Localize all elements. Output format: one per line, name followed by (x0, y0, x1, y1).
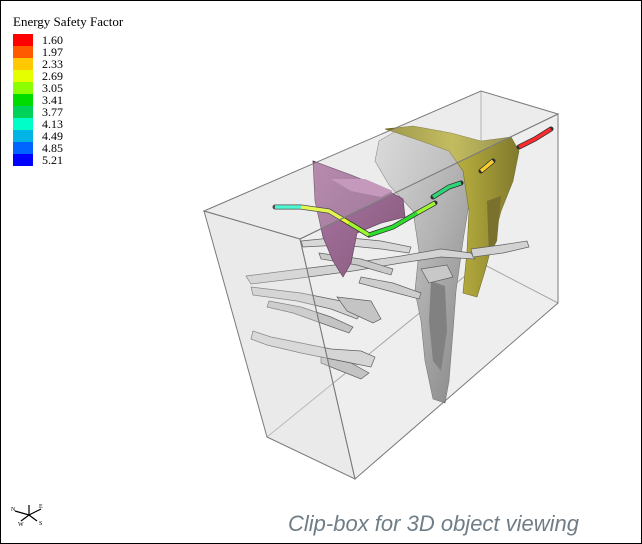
legend-label: 3.77 (42, 105, 63, 119)
compass-axis-icon: E N S W (11, 504, 43, 527)
legend-label: 3.41 (42, 93, 63, 107)
legend-title: Energy Safety Factor (13, 14, 124, 29)
legend-item: 3.41 (13, 94, 153, 106)
drifts-network[interactable] (245, 236, 530, 380)
legend-item: 4.85 (13, 142, 153, 154)
legend-item: 1.97 (13, 46, 153, 58)
legend-label: 1.60 (42, 33, 63, 47)
compass-s-label: S (39, 521, 42, 527)
legend-item: 4.49 (13, 130, 153, 142)
compass-n-label: N (11, 507, 16, 513)
legend-swatch (13, 82, 33, 94)
legend-swatch (13, 142, 33, 154)
legend-item: 2.69 (13, 70, 153, 82)
legend-label: 1.97 (42, 45, 63, 59)
legend-item: 2.33 (13, 58, 153, 70)
compass-w-label: W (18, 522, 24, 527)
legend-swatch (13, 94, 33, 106)
legend-swatch (13, 154, 33, 166)
legend-swatch (13, 34, 33, 46)
legend-swatch (13, 46, 33, 58)
legend-swatch (13, 70, 33, 82)
legend-label: 3.05 (42, 81, 63, 95)
compass-e-label: E (39, 504, 43, 510)
safety-factor-line-mid[interactable] (430, 180, 464, 200)
legend-swatch (13, 130, 33, 142)
caption: Clip-box for 3D object viewing (280, 506, 640, 542)
legend-swatch (13, 118, 33, 130)
legend-item: 4.13 (13, 118, 153, 130)
safety-factor-line-upper[interactable] (478, 126, 554, 174)
orebody-purple[interactable] (312, 160, 406, 278)
legend-label: 4.85 (42, 141, 63, 155)
legend-item: 3.05 (13, 82, 153, 94)
legend-item: 3.77 (13, 106, 153, 118)
clip-box-front[interactable] (202, 90, 560, 480)
legend-item: 5.21 (13, 154, 153, 166)
legend-item: 1.60 (13, 34, 153, 46)
legend-label: 4.49 (42, 129, 63, 143)
legend-swatch (13, 106, 33, 118)
legend-label: 5.21 (42, 153, 63, 167)
legend-label: 2.69 (42, 69, 63, 83)
legend-label: 4.13 (42, 117, 63, 131)
legend-swatch (13, 58, 33, 70)
legend-label: 2.33 (42, 57, 63, 71)
